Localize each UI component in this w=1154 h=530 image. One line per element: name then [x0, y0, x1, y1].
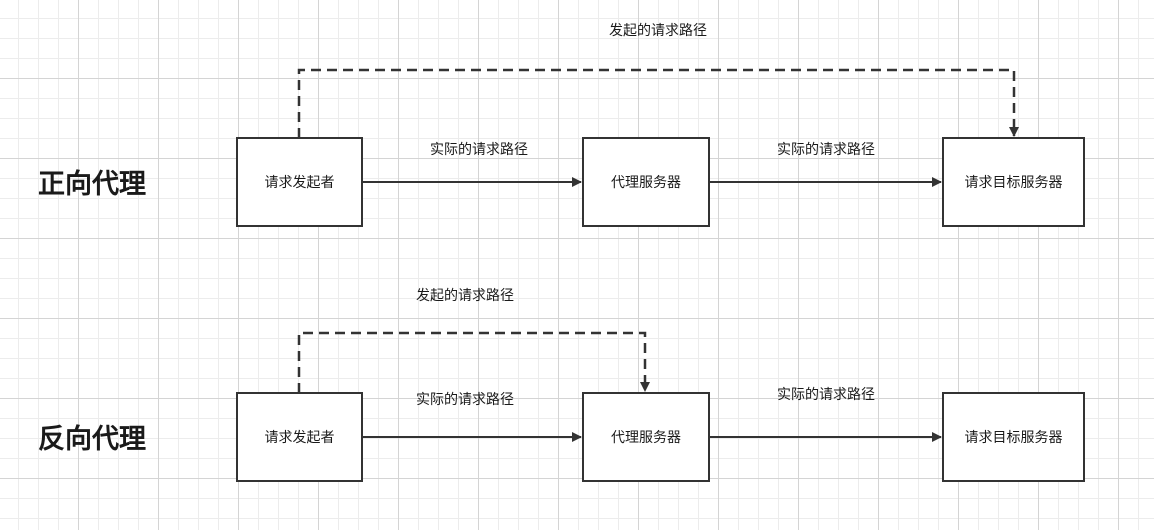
forward-proxy-title: 正向代理 [38, 168, 146, 200]
forward-proxy-section: 正向代理 发起的请求路径 请求发起者 代理服务器 请求目标服务器 实际的请求路径… [38, 23, 1085, 227]
forward-intended-path-arrow [297, 68, 1019, 138]
forward-intended-path-label: 发起的请求路径 [609, 23, 707, 39]
forward-proxy-label: 代理服务器 [611, 175, 681, 191]
forward-target-label: 请求目标服务器 [965, 175, 1063, 191]
forward-requester-label: 请求发起者 [265, 175, 335, 191]
reverse-proxy-section: 反向代理 发起的请求路径 请求发起者 代理服务器 请求目标服务器 实际的请求路径… [38, 288, 1085, 482]
reverse-proxy-title: 反向代理 [38, 423, 146, 455]
reverse-target-label: 请求目标服务器 [965, 430, 1063, 446]
reverse-proxy-label: 代理服务器 [611, 430, 681, 446]
reverse-actual-path-label-1: 实际的请求路径 [416, 392, 514, 408]
reverse-requester-node: 请求发起者 [236, 392, 363, 482]
reverse-actual-path-label-2: 实际的请求路径 [777, 387, 875, 403]
reverse-intended-path-arrow [297, 331, 650, 393]
reverse-requester-label: 请求发起者 [265, 430, 335, 446]
reverse-intended-path-label: 发起的请求路径 [416, 288, 514, 304]
reverse-proxy-node: 代理服务器 [582, 392, 710, 482]
forward-actual-path-label-2: 实际的请求路径 [777, 142, 875, 158]
reverse-target-node: 请求目标服务器 [942, 392, 1085, 482]
forward-requester-node: 请求发起者 [236, 137, 363, 227]
forward-actual-path-label-1: 实际的请求路径 [430, 142, 528, 158]
forward-proxy-node: 代理服务器 [582, 137, 710, 227]
forward-target-node: 请求目标服务器 [942, 137, 1085, 227]
